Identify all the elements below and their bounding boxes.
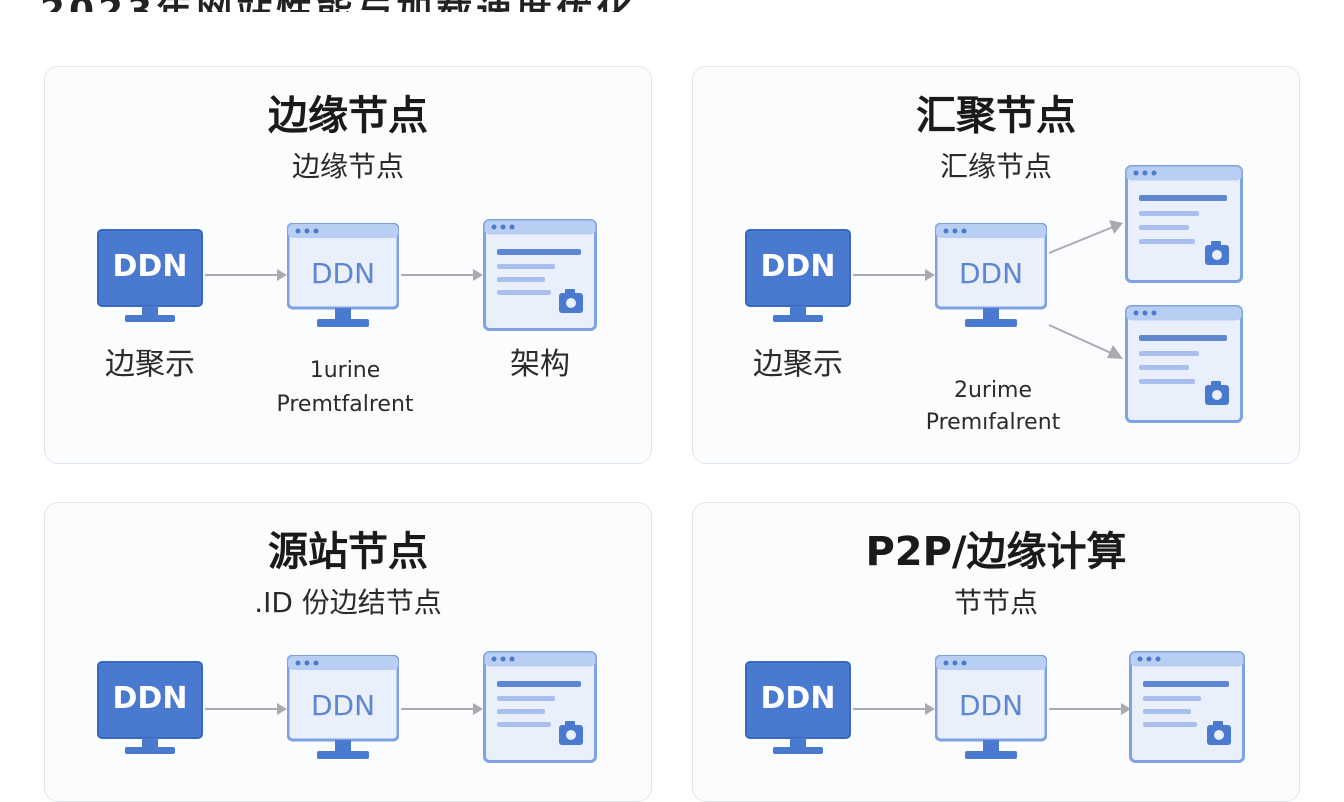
- arrow-icon: [205, 267, 289, 283]
- card-title: P2P/边缘计算: [865, 529, 1127, 575]
- source-monitor-icon: DDN: [97, 661, 203, 757]
- card-title: 汇聚节点: [916, 93, 1076, 139]
- arrow-icon: [1049, 701, 1133, 717]
- card-edge-node: 边缘节点 边缘节点 DDN DDN: [44, 66, 652, 464]
- card-title: 边缘节点: [268, 93, 428, 139]
- arrow-icon: [1047, 321, 1127, 363]
- content-window-icon: [483, 651, 597, 763]
- target-label: 架构: [510, 347, 570, 382]
- relay-label-line-1: 2urime: [953, 378, 1033, 403]
- content-window-icon: [1129, 651, 1245, 763]
- page-title: 2023年网站性能与加载速度优化: [40, 0, 636, 12]
- arrow-icon: [853, 267, 937, 283]
- arrow-icon: [401, 701, 485, 717]
- arrow-icon: [1047, 217, 1127, 257]
- source-device-label: DDN: [760, 681, 836, 716]
- cut-off-heading: 2023年网站性能与加载速度优化: [0, 0, 1344, 12]
- relay-device-label: DDN: [958, 689, 1024, 722]
- source-monitor-icon: DDN: [97, 229, 203, 325]
- relay-monitor-icon: DDN: [935, 223, 1047, 335]
- source-monitor-icon: DDN: [745, 661, 851, 757]
- content-window-icon: [1125, 305, 1243, 423]
- relay-device-label: DDN: [310, 257, 376, 290]
- source-device-label: DDN: [112, 681, 188, 716]
- arrow-icon: [401, 267, 485, 283]
- content-window-icon: [1125, 165, 1243, 283]
- content-window-icon: [483, 219, 597, 331]
- arrow-icon: [205, 701, 289, 717]
- source-label: 边聚示: [753, 347, 843, 382]
- relay-label-line-2: Premtfalrent: [276, 392, 414, 417]
- card-subtitle: .ID 份边结节点: [254, 586, 442, 619]
- card-subtitle: 节节点: [953, 586, 1038, 619]
- card-origin-node: 源站节点 .ID 份边结节点 DDN DDN: [44, 502, 652, 802]
- relay-monitor-icon: DDN: [935, 655, 1047, 767]
- relay-device-label: DDN: [310, 689, 376, 722]
- card-subtitle: 边缘节点: [291, 150, 404, 183]
- relay-monitor-icon: DDN: [287, 655, 399, 767]
- card-p2p-edge-computing: P2P/边缘计算 节节点 DDN DDN: [692, 502, 1300, 802]
- source-label: 边聚示: [105, 347, 195, 382]
- card-title: 源站节点: [268, 529, 428, 575]
- arrow-icon: [853, 701, 937, 717]
- source-monitor-icon: DDN: [745, 229, 851, 325]
- relay-device-label: DDN: [958, 257, 1024, 290]
- source-device-label: DDN: [112, 249, 188, 284]
- relay-monitor-icon: DDN: [287, 223, 399, 335]
- card-subtitle: 汇缘节点: [939, 150, 1052, 183]
- source-device-label: DDN: [760, 249, 836, 284]
- relay-label-line-2: Premıfalrent: [925, 410, 1061, 435]
- card-aggregation-node: 汇聚节点 汇缘节点 DDN DDN: [692, 66, 1300, 464]
- relay-label-line-1: 1urine: [309, 358, 381, 383]
